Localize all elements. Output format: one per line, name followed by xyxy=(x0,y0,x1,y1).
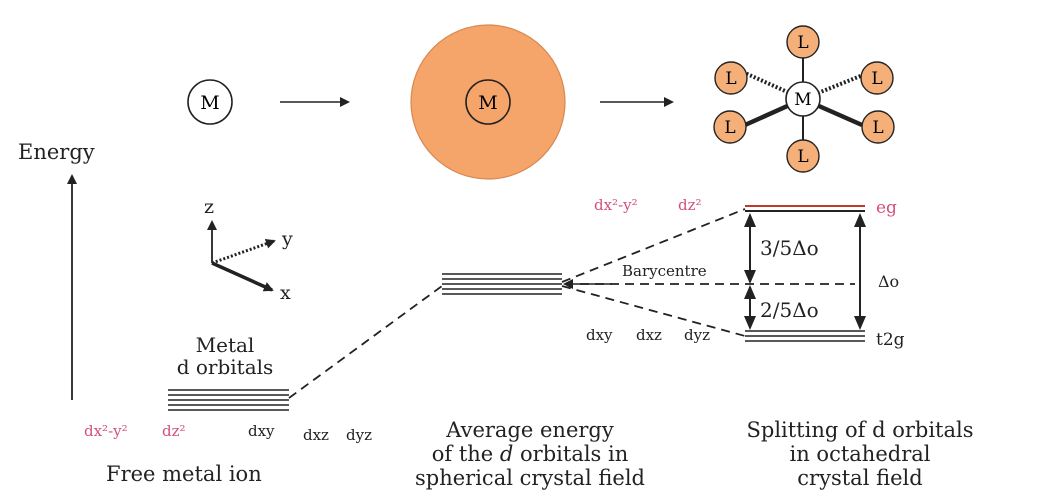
sphere-metal-label: M xyxy=(478,92,497,114)
free-ion-caption: Free metal ion xyxy=(106,462,262,486)
free-metal-circle xyxy=(187,79,233,125)
eg-orbital-dx2y2: dx²-y² xyxy=(594,196,638,214)
spherical-levels xyxy=(442,273,562,295)
free-orbital-dyz: dyz xyxy=(346,426,372,444)
spherical-caption-line1: Average energy xyxy=(446,418,614,442)
t2g-orbital-dxy: dxy xyxy=(586,326,613,344)
spherical-caption: Average energy of the d orbitals in sphe… xyxy=(380,418,680,490)
eg-label: eg xyxy=(876,198,897,218)
ligand-lower-right: L xyxy=(861,110,895,144)
spherical-caption-line3: spherical crystal field xyxy=(415,466,645,490)
axis-z-label: z xyxy=(204,196,215,218)
sphere-metal-circle xyxy=(465,79,511,125)
svg-text:M: M xyxy=(794,90,811,110)
barycentre-label: Barycentre xyxy=(622,262,707,280)
svg-text:L: L xyxy=(797,147,808,167)
lower-split-label: 2/5Δo xyxy=(760,298,819,322)
svg-text:L: L xyxy=(725,69,736,89)
t2g-label: t2g xyxy=(876,330,905,350)
upper-split-label: 3/5Δo xyxy=(760,236,819,260)
metal-label-line1: Metal xyxy=(195,333,255,357)
free-orbital-dxy: dxy xyxy=(248,422,275,440)
octahedral-caption: Splitting of d orbitals in octahedral cr… xyxy=(700,418,1020,490)
energy-label: Energy xyxy=(18,140,95,164)
free-ion-levels xyxy=(168,389,289,411)
t2g-orbital-dxz: dxz xyxy=(636,326,662,344)
octahedral-caption-line1: Splitting of d orbitals xyxy=(746,418,974,442)
ligand-bottom: L xyxy=(786,139,820,173)
octahedral-caption-line2: in octahedral xyxy=(789,442,931,466)
free-orbital-dx2y2: dx²-y² xyxy=(84,422,128,440)
eg-orbital-dz2: dz² xyxy=(678,196,702,214)
svg-text:L: L xyxy=(871,69,882,89)
t2g-orbital-dyz: dyz xyxy=(684,326,710,344)
free-orbital-dz2: dz² xyxy=(162,422,186,440)
metal-label-line2: d orbitals xyxy=(176,355,274,379)
svg-text:L: L xyxy=(797,33,808,53)
eg-levels xyxy=(745,205,865,212)
spherical-caption-line2: of the d orbitals in xyxy=(431,442,629,466)
svg-text:L: L xyxy=(724,118,735,138)
octahedral-metal: M xyxy=(785,81,821,117)
ligand-upper-right: L xyxy=(860,61,894,95)
svg-text:L: L xyxy=(872,118,883,138)
metal-d-orbitals-label: Metal d orbitals xyxy=(140,334,310,378)
ligand-top: L xyxy=(786,25,820,59)
ligand-upper-left: L xyxy=(714,61,748,95)
free-orbital-dxz: dxz xyxy=(303,426,329,444)
ligand-lower-left: L xyxy=(713,110,747,144)
octahedral-caption-line3: crystal field xyxy=(797,466,923,490)
dashed-connectors xyxy=(288,208,855,399)
t2g-levels xyxy=(745,330,865,342)
axis-x-label: x xyxy=(280,282,291,304)
axis-y-label: y xyxy=(282,228,293,250)
delta-o-label: Δo xyxy=(878,272,900,291)
free-metal-label: M xyxy=(200,92,219,114)
coordinate-axes xyxy=(207,220,276,292)
